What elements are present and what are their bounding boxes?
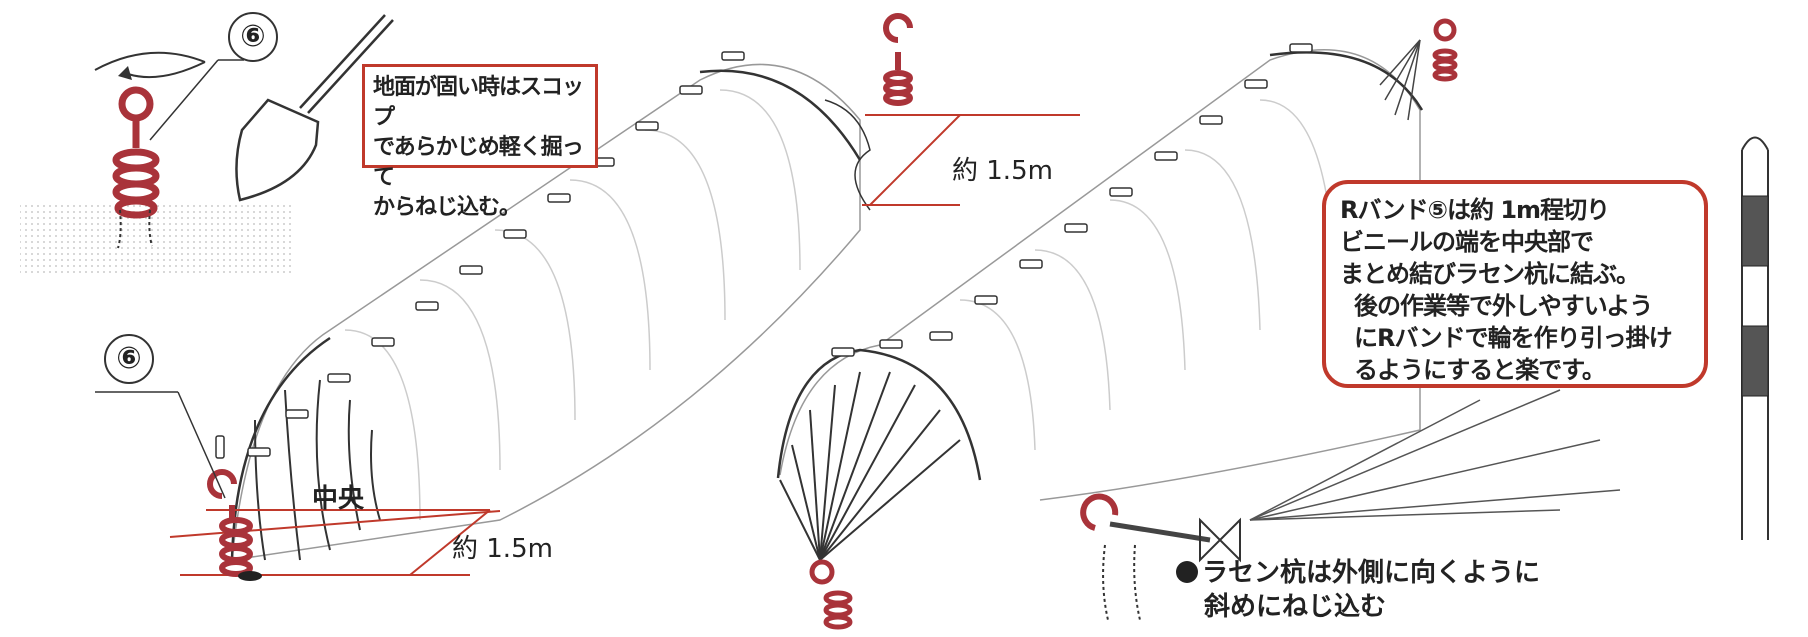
note-ground-box: 地面が固い時はスコップ であらかじめ軽く掘って からねじ込む。 xyxy=(362,64,598,220)
note-stake: ラセン杭は外側に向くように 斜めにねじ込む xyxy=(1176,556,1540,624)
measure-lines-bottom-left xyxy=(169,509,501,576)
measure-lines-top-left xyxy=(862,114,1080,206)
note-band-line: にRバンドで輪を作り引っ掛け xyxy=(1354,324,1673,352)
support-pole xyxy=(1741,136,1769,540)
spiral-stake-end-right xyxy=(809,559,853,630)
distance-label-top: 約 1.5m xyxy=(952,156,1053,186)
note-stake-line: ラセン杭は外側に向くように xyxy=(1202,558,1541,588)
note-band-line: まとめ結びラセン杭に結ぶ。 xyxy=(1340,260,1640,288)
shovel-icon xyxy=(235,14,394,202)
note-ground-line: からねじ込む。 xyxy=(373,195,521,220)
distance-label-bottom: 約 1.5m xyxy=(452,534,553,564)
step-number-badge-top: ⑥ xyxy=(228,12,278,62)
note-band-line: るようにすると楽です。 xyxy=(1354,356,1606,384)
stake-with-band xyxy=(1080,493,1241,621)
note-ground-line: であらかじめ軽く掘って xyxy=(373,135,584,190)
note-ground-line: 地面が固い時はスコップ xyxy=(373,75,584,130)
spiral-stake-top-left xyxy=(883,13,913,106)
band-clips-right xyxy=(831,43,1313,357)
spiral-stake-top-right xyxy=(1432,18,1458,82)
step-number-badge-bottom: ⑥ xyxy=(104,334,154,384)
note-band-box: Rバンド⑤は約 1m程切り ビニールの端を中央部で まとめ結びラセン杭に結ぶ。 … xyxy=(1322,180,1708,388)
ground-patch xyxy=(20,205,295,275)
spiral-stake-icon xyxy=(112,86,160,219)
note-stake-line: 斜めにねじ込む xyxy=(1204,592,1387,622)
note-band-line: ビニールの端を中央部で xyxy=(1340,228,1594,256)
center-label: 中央 xyxy=(312,484,365,514)
ground-hole xyxy=(238,571,262,581)
band-clips-left xyxy=(215,51,745,459)
spiral-stake-bottom-left xyxy=(207,469,253,577)
bullet-icon xyxy=(1176,561,1198,583)
note-band-line: 後の作業等で外しやすいよう xyxy=(1354,292,1653,320)
greenhouse-right xyxy=(776,39,1621,561)
rotation-arrow xyxy=(94,51,206,71)
stake-screw-illustration xyxy=(20,51,295,275)
note-band-line: Rバンド⑤は約 1m程切り xyxy=(1340,196,1610,224)
